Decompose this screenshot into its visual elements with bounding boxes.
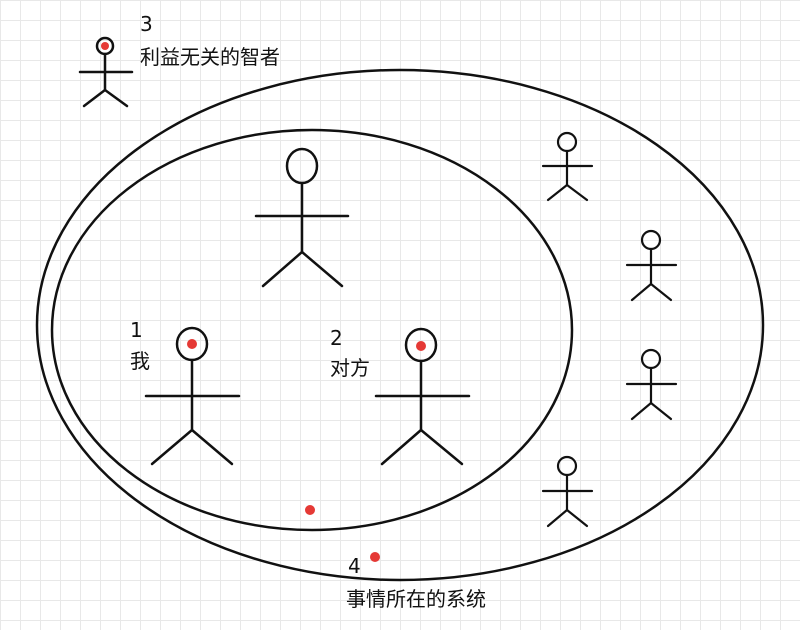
sage-figure — [78, 36, 134, 108]
me-label: 我 — [130, 349, 150, 373]
system-number: 4 — [348, 554, 361, 578]
system-marker — [370, 552, 380, 562]
other-label: 对方 — [330, 356, 370, 380]
system-label: 事情所在的系统 — [346, 587, 486, 611]
system-figure — [541, 131, 594, 202]
large-figure — [254, 147, 350, 288]
inner-ellipse — [50, 128, 574, 532]
me-marker — [187, 339, 197, 349]
sage-label: 利益无关的智者 — [140, 45, 280, 69]
other-figure — [374, 327, 471, 466]
sage-number: 3 — [140, 12, 153, 36]
system-figure — [625, 229, 678, 302]
system-ellipse — [35, 68, 765, 582]
inner-ellipse-marker — [305, 505, 315, 515]
system-figure — [541, 455, 594, 528]
large-figure-head — [285, 147, 319, 185]
other-marker — [416, 341, 426, 351]
me-figure — [144, 326, 241, 466]
sage-marker — [101, 42, 109, 50]
system-figure — [625, 348, 678, 421]
me-number: 1 — [130, 318, 143, 342]
other-number: 2 — [330, 326, 343, 350]
